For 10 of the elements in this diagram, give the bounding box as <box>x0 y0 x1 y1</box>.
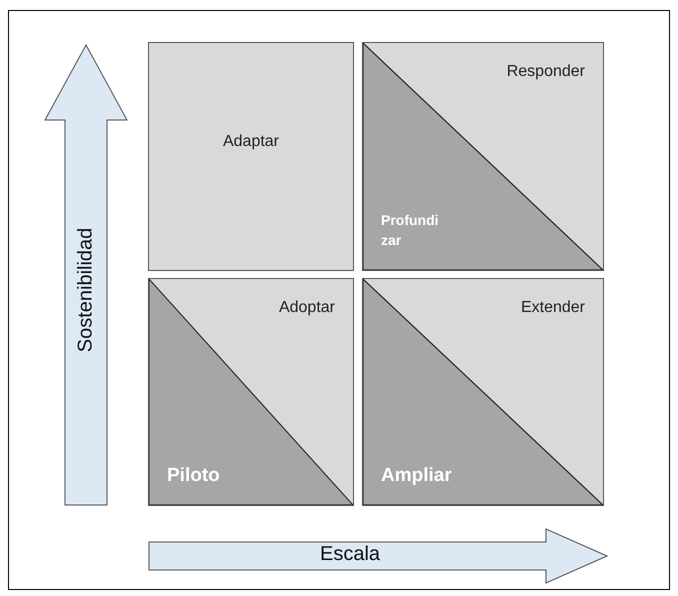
quadrant-label: Ampliar <box>381 465 452 487</box>
quadrant-title: Adoptar <box>278 299 335 317</box>
quadrant-box <box>148 42 354 271</box>
quadrant-label: Piloto <box>167 465 220 487</box>
quadrant-title: Responder <box>506 63 585 81</box>
quadrant-label: Profundizar <box>381 211 440 250</box>
axis-label: Sostenibilidad <box>74 228 98 352</box>
quadrant-title: Extender <box>520 299 585 317</box>
axis-label: Escala <box>320 543 380 566</box>
quadrant-title: Adaptar <box>222 133 280 151</box>
